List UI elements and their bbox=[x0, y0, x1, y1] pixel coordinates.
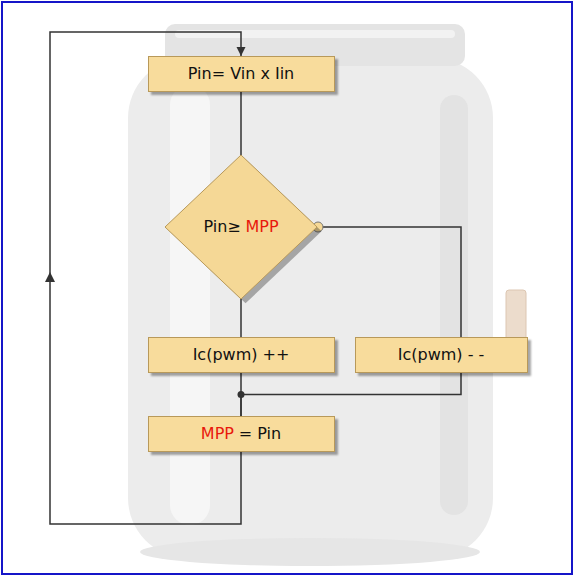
node-label: Pin≥MPP bbox=[203, 217, 278, 237]
jar-shade bbox=[440, 95, 468, 515]
node-label: MPP= Pin bbox=[201, 424, 281, 444]
process-box: Ic(pwm) - - bbox=[355, 337, 528, 373]
node-label: Ic(pwm) - - bbox=[398, 345, 485, 365]
flow-connector bbox=[241, 373, 461, 416]
process-box: Pin= Vin x Iin bbox=[148, 56, 335, 92]
node-text: MPP bbox=[201, 424, 234, 444]
diamond-outline bbox=[165, 155, 317, 299]
junction-dot bbox=[238, 391, 245, 398]
jar-lid-highlight bbox=[175, 30, 455, 38]
node-text: = Pin bbox=[239, 424, 281, 444]
diamond-fill bbox=[165, 155, 317, 299]
jar-base bbox=[140, 538, 480, 566]
flow-connector bbox=[240, 299, 242, 337]
node-label: Ic(pwm) ++ bbox=[193, 345, 290, 365]
decision-diamond: Pin≥MPP bbox=[165, 155, 317, 299]
process-box: Ic(pwm) ++ bbox=[148, 337, 335, 373]
frame-border bbox=[2, 2, 572, 574]
process-box: MPP= Pin bbox=[148, 416, 335, 452]
node-label: Pin= Vin x Iin bbox=[188, 64, 295, 84]
flow-arrowhead bbox=[45, 272, 55, 282]
node-text: Ic(pwm) ++ bbox=[193, 345, 290, 365]
jar-highlight bbox=[170, 85, 210, 525]
node-text: MPP bbox=[245, 217, 278, 237]
node-text: Ic(pwm) - - bbox=[398, 345, 485, 365]
flow-connector bbox=[317, 227, 461, 337]
jar-watermark bbox=[128, 24, 526, 566]
node-text: Pin= Vin x Iin bbox=[188, 64, 295, 84]
jar-body bbox=[128, 58, 493, 558]
node-text: Pin≥ bbox=[203, 217, 240, 237]
flow-connector bbox=[240, 92, 242, 155]
